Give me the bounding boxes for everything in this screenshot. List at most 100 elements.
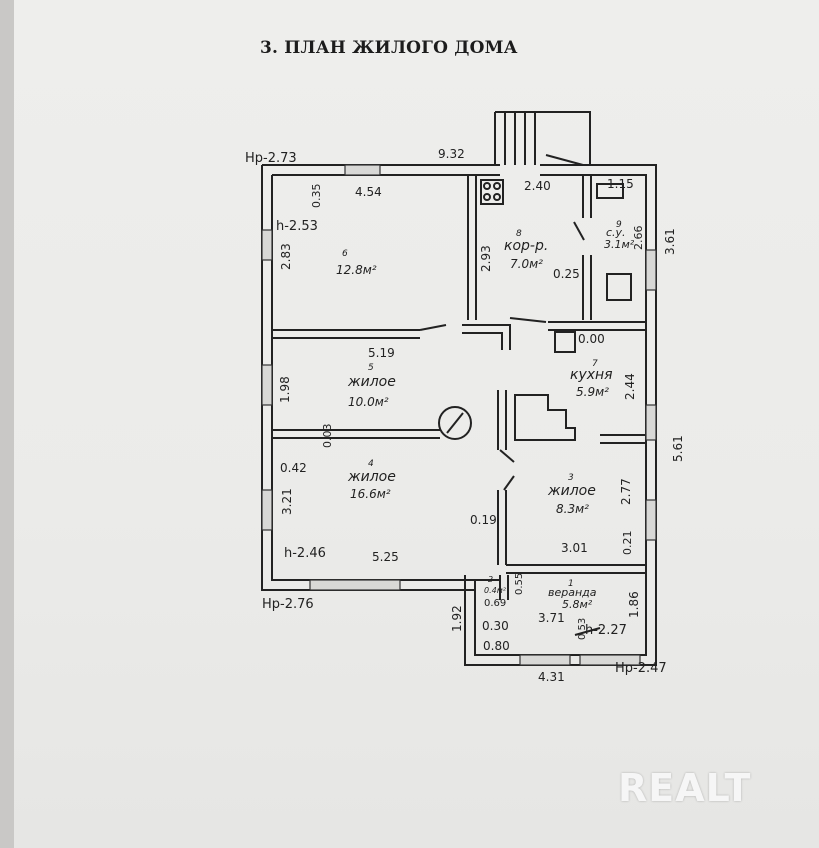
window-top (344, 164, 381, 176)
room-3-name: жилое (547, 483, 596, 499)
dim-corridor-width: 2.40 (524, 179, 551, 193)
dim-veranda-left: 1.92 (450, 605, 464, 632)
dim-corridor-partition: 0.25 (553, 267, 580, 281)
dim-room4-width: 5.25 (372, 550, 399, 564)
dim-room3-width: 3.01 (561, 541, 588, 555)
partition-room3-veranda (506, 564, 646, 574)
level-bottom-left: Нр-2.76 (262, 597, 314, 612)
outer-wall-left-bottom (261, 165, 475, 591)
dim-room5-width: 5.19 (368, 346, 395, 360)
partition-room4-room3 (497, 490, 507, 565)
partition-wc-lower (582, 255, 592, 320)
dim-porch-step: 0.55 (514, 573, 525, 595)
room-7-name: кухня (570, 367, 613, 383)
dim-room4-wall: 0.42 (280, 461, 307, 475)
room-4-name: жилое (347, 469, 396, 485)
door-swing-room6 (419, 324, 447, 331)
dim-room4-partition: 0.19 (470, 513, 497, 527)
window-right-3 (645, 499, 657, 541)
window-left-1 (261, 229, 273, 261)
dim-room3-wall: 0.21 (621, 531, 634, 556)
window-right-2 (645, 404, 657, 441)
entry-steps (494, 111, 591, 165)
room-8-name: кор-р. (504, 238, 548, 254)
room-9-area: 3.1м² (604, 238, 635, 251)
window-veranda-bottom-2 (579, 654, 641, 666)
door-swing-entry (545, 154, 584, 166)
window-left-2 (261, 364, 273, 406)
dim-veranda-wall-030: 0.30 (482, 619, 509, 633)
window-veranda-bottom (519, 654, 571, 666)
height-room4: h-2.46 (284, 546, 326, 561)
partition-wc-left (582, 175, 592, 218)
door-swing-wc (573, 221, 585, 241)
partition-kitchen-room3 (600, 434, 646, 444)
door-swing-room4 (499, 449, 515, 463)
partition-closet (499, 575, 509, 600)
partition-room5-room4 (272, 429, 440, 439)
room-5-area: 10.0м² (348, 395, 389, 409)
dim-top-total: 9.32 (438, 147, 465, 161)
outer-wall-inner-top-right (272, 174, 647, 630)
dim-room4-height: 3.21 (280, 488, 294, 515)
document-page (14, 0, 819, 848)
room-5-name: жилое (347, 374, 396, 390)
room-1-area: 5.8м² (562, 598, 593, 611)
room-7-area: 5.9м² (576, 385, 609, 399)
window-right-1 (645, 249, 657, 291)
kitchen-sink-icon (554, 331, 576, 353)
room-2-area: 0.4м² (484, 586, 507, 595)
dim-wc-width: 1.15 (607, 177, 634, 191)
dim-room6-wall: 0.35 (310, 184, 323, 209)
partition-room6-corridor (467, 175, 477, 320)
height-veranda: h-2.27 (585, 623, 627, 638)
dim-corridor-height: 2.93 (479, 245, 493, 272)
room-4-area: 16.6м² (350, 487, 391, 501)
level-bottom-right: Нр-2.47 (615, 661, 667, 676)
dim-veranda-door: 0.80 (483, 639, 510, 653)
room-8-area: 7.0м² (510, 257, 543, 271)
dim-veranda-053: 0.53 (577, 618, 588, 640)
dim-veranda-width: 3.71 (538, 611, 565, 625)
room-4-number: 4 (368, 459, 374, 469)
dim-kitchen-door: 0.00 (578, 332, 605, 346)
room-7-number: 7 (592, 359, 598, 369)
dim-room5-height: 1.98 (278, 376, 292, 403)
room-9-number: 9 (616, 220, 622, 230)
dim-room6-width: 4.54 (355, 185, 382, 199)
room-2-number: 2 (488, 575, 493, 584)
toilet-icon (606, 273, 632, 301)
door-swing-corridor (509, 317, 547, 323)
window-left-3 (261, 489, 273, 531)
stove-icon (480, 179, 504, 205)
dim-right-total: 5.61 (671, 435, 685, 462)
dim-room6-height: 2.83 (279, 243, 293, 270)
door-swing-room3 (503, 475, 515, 491)
dim-wall-003: 0.03 (321, 424, 334, 449)
height-room6: h-2.53 (276, 219, 318, 234)
dim-veranda-height: 1.86 (627, 591, 641, 618)
page-title: 3. ПЛАН ЖИЛОГО ДОМА (260, 38, 518, 58)
door-swing-veranda (574, 627, 601, 636)
sink-icon (596, 183, 624, 199)
room-1-name: веранда (548, 586, 597, 599)
room-3-area: 8.3м² (556, 502, 589, 516)
partition-corridor-stub (462, 324, 511, 350)
partition-room6-room5 (272, 329, 420, 339)
watermark: REALT (618, 766, 752, 810)
room-5-number: 5 (368, 363, 374, 373)
room-9-name: с.у. (606, 226, 626, 239)
window-bottom (309, 579, 401, 591)
chimney-icon (438, 406, 472, 440)
interior-stair (514, 394, 576, 441)
partition-room5-kitchen (497, 390, 507, 450)
dim-closet-width: 0.69 (484, 598, 506, 609)
room-3-number: 3 (568, 473, 574, 483)
room-8-number: 8 (516, 229, 522, 239)
dim-room3-height: 2.77 (619, 478, 633, 505)
outer-wall-inner-left-bottom (271, 175, 500, 581)
dim-kitchen-height: 2.44 (623, 373, 637, 400)
level-top-left: Нр-2.73 (245, 151, 297, 166)
partition-corridor-kitchen (548, 321, 646, 331)
